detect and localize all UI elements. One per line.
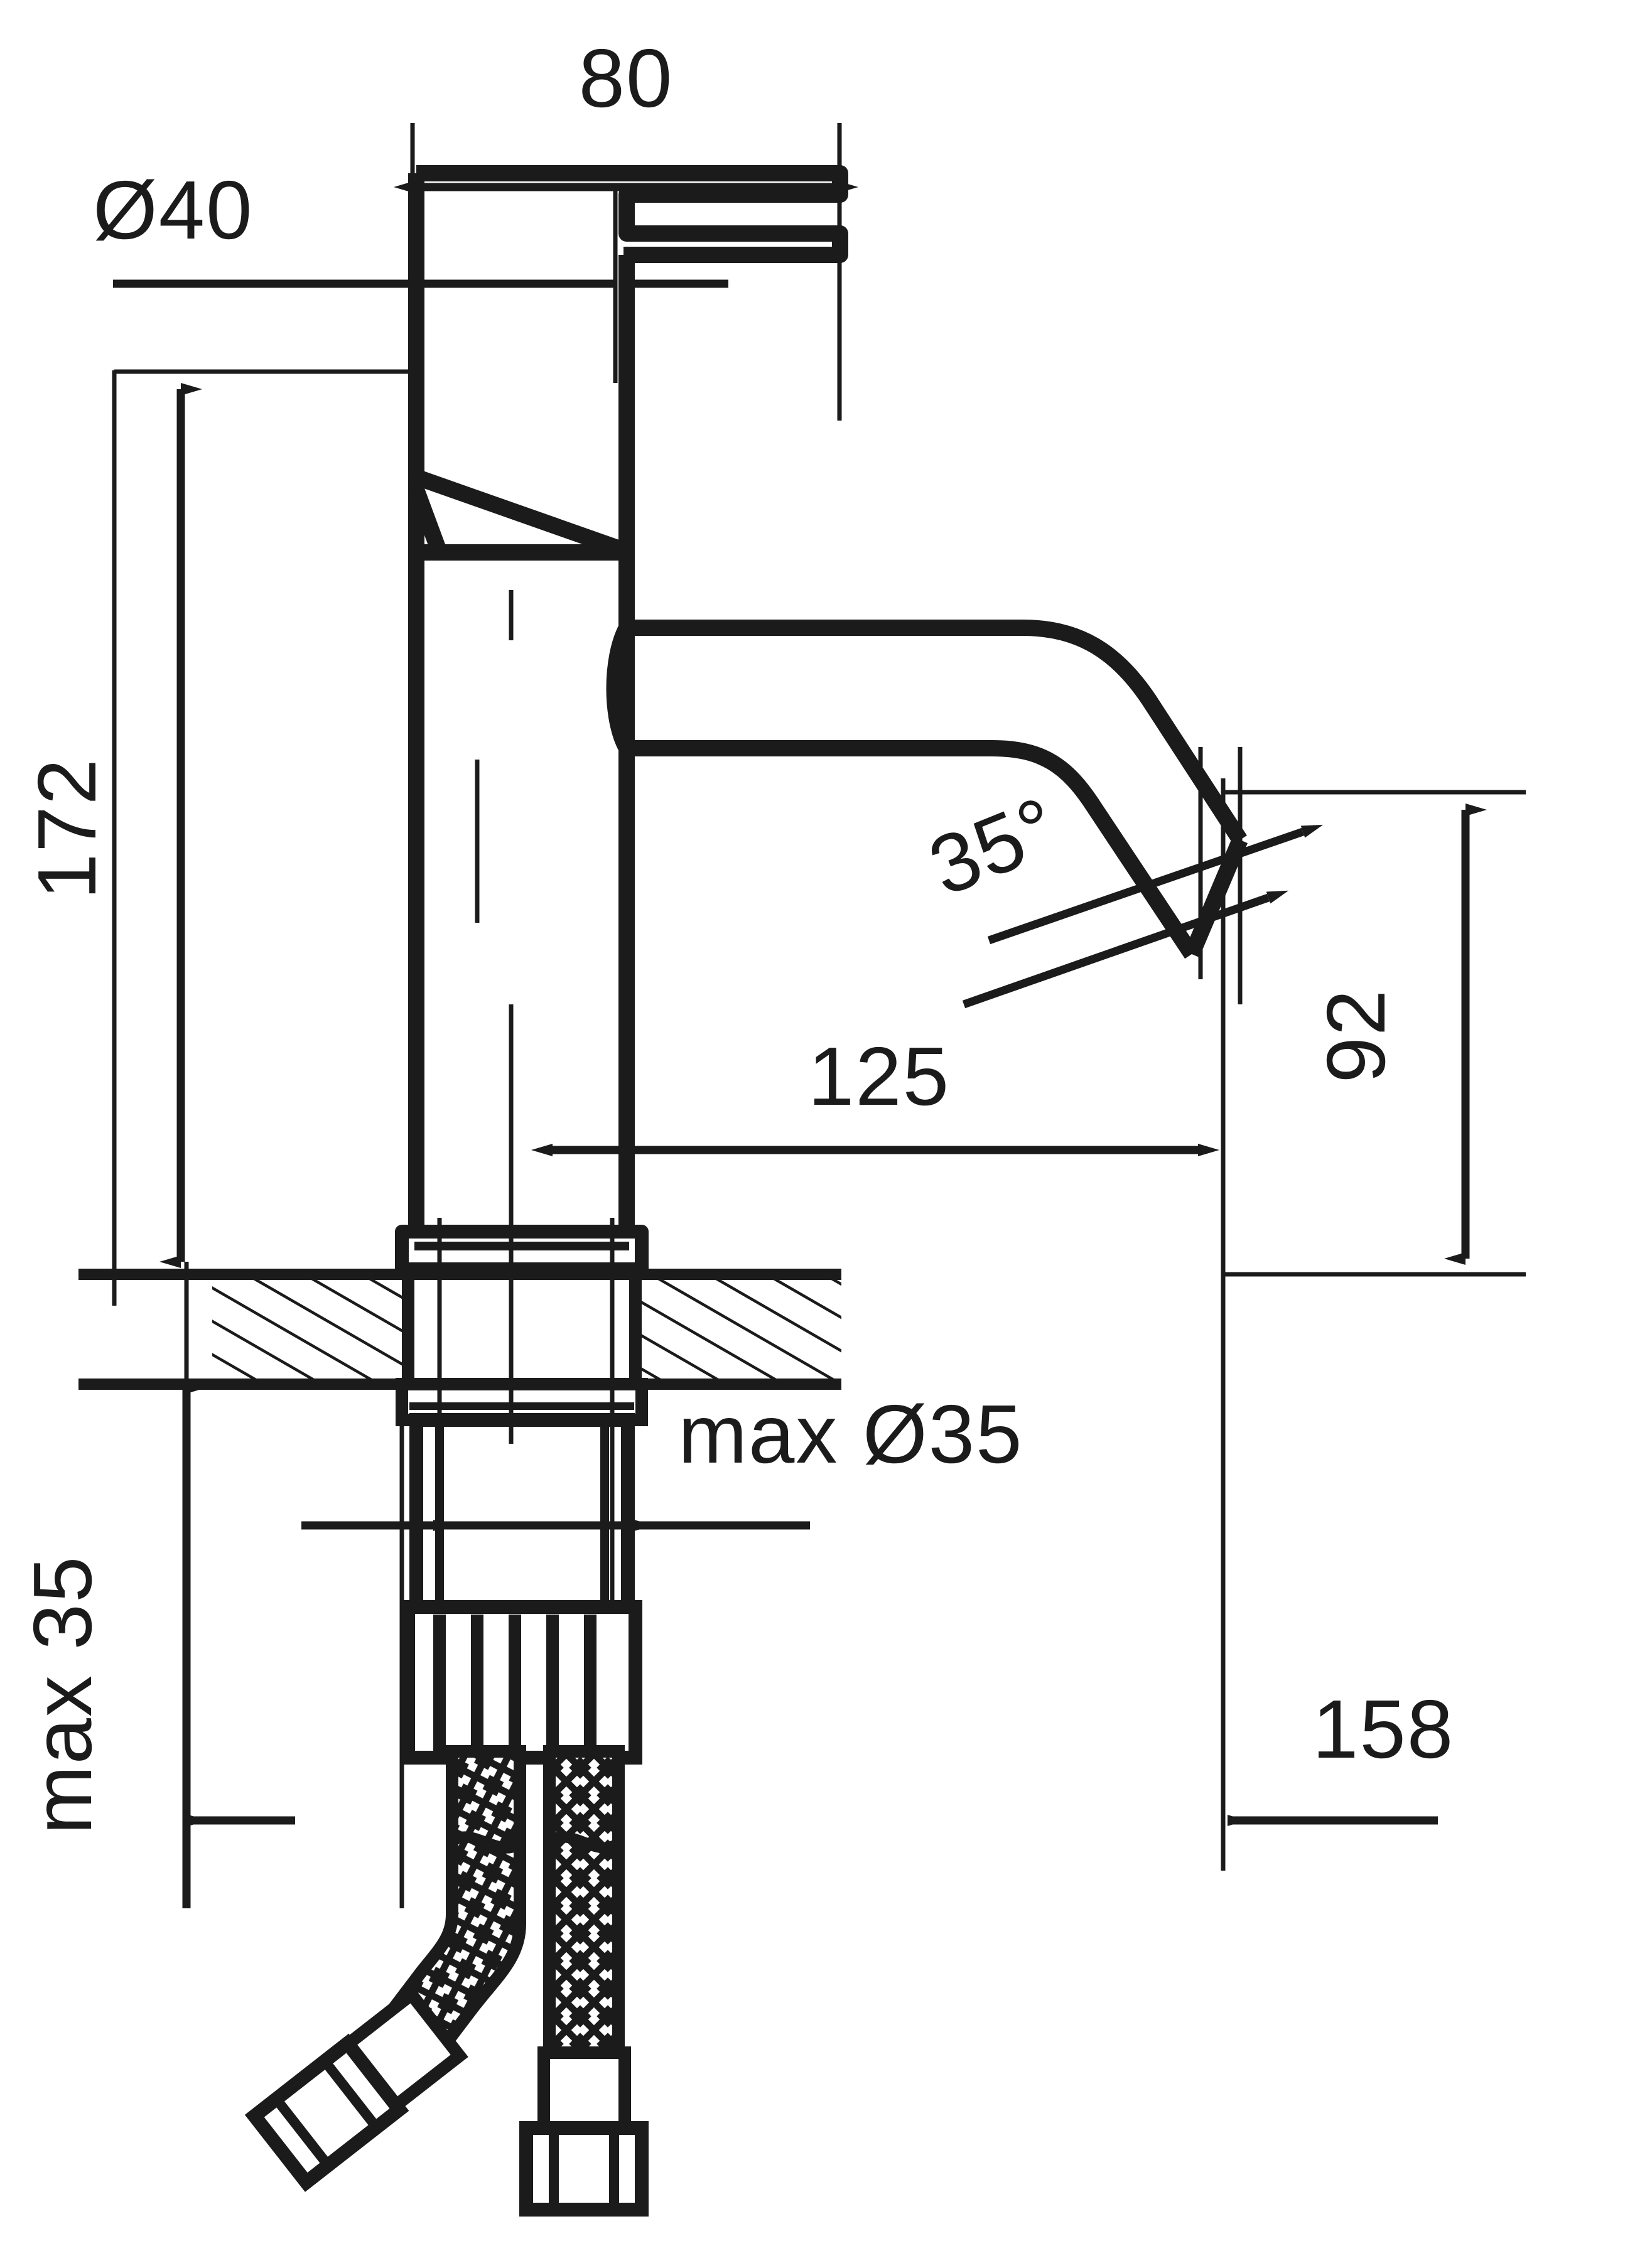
below-deck-hardware	[396, 1269, 648, 1765]
dimension-label-80: 80	[579, 32, 674, 124]
threaded-shank	[402, 1269, 642, 1387]
cartridge-chamfer	[408, 486, 448, 556]
threaded-sleeve	[401, 1600, 642, 1765]
thread-ribs	[433, 1615, 596, 1751]
spout-root	[606, 623, 634, 753]
dimension-92: 92	[1310, 803, 1487, 1265]
dimension-label-158: 158	[1312, 1683, 1454, 1775]
spout-lower	[627, 740, 1199, 959]
dimension-label-35deg: 35°	[917, 779, 1071, 913]
washer-collar	[396, 1378, 648, 1426]
riser-column	[408, 552, 635, 1232]
hose-right-ferrule	[537, 2046, 631, 2134]
fixing-nut	[409, 1413, 635, 1614]
spout-upper	[627, 620, 1247, 845]
dimension-label-max35: max 35	[16, 1556, 109, 1835]
dimension-label-dia40: Ø40	[93, 164, 254, 256]
cartridge-chamfer2	[413, 469, 630, 559]
dimension-80: 80	[394, 32, 858, 193]
lever-handle	[416, 165, 848, 263]
extension-lines	[78, 123, 1526, 1908]
dimension-label-172: 172	[21, 758, 113, 900]
hose-right-nut	[519, 2121, 649, 2217]
spout-outlet-face	[1184, 836, 1248, 958]
dimension-158: 158	[188, 1683, 1454, 1826]
dimension-label-92: 92	[1310, 989, 1402, 1083]
hose-right	[519, 1745, 649, 2217]
dimension-angle-35: 35°	[917, 779, 1324, 1009]
dimension-125: 125	[531, 1030, 1219, 1156]
dimension-label-max-dia35: max Ø35	[678, 1388, 1023, 1480]
counter-section	[78, 1269, 841, 1390]
dimension-label-125: 125	[808, 1030, 950, 1122]
dimension-172: 172	[21, 383, 202, 1268]
faucet-body	[395, 165, 1248, 1276]
hose-left	[244, 1745, 526, 2192]
dimension-max-dia35: max Ø35	[301, 1388, 1023, 1531]
hose-left-nut	[244, 2033, 409, 2192]
dimension-dia40: Ø40	[93, 164, 728, 289]
dimension-max35: max 35	[16, 1381, 208, 1908]
